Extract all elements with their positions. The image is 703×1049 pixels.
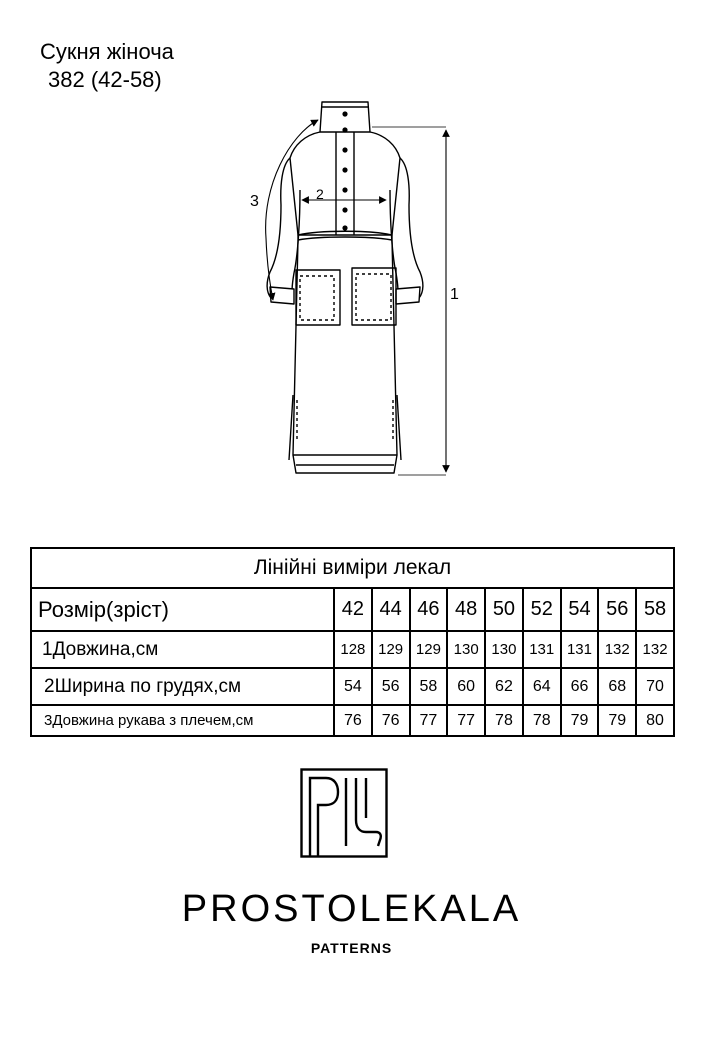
value-cell: 60 <box>446 667 487 707</box>
size-cell: 44 <box>370 587 411 633</box>
table-row-length: 1Довжина,см 128 129 129 130 130 131 131 … <box>30 630 675 670</box>
title-line-2: 382 (42-58) <box>48 67 162 92</box>
value-cell: 80 <box>635 704 675 737</box>
value-cell: 128 <box>333 630 373 670</box>
table-row-sleeve: 3Довжина рукава з плечем,см 76 76 77 77 … <box>30 704 675 737</box>
row-label: 1Довжина,см <box>30 630 335 670</box>
value-cell: 129 <box>370 630 411 670</box>
size-cell: 46 <box>408 587 449 633</box>
value-cell: 64 <box>521 667 562 707</box>
size-cell: 58 <box>635 587 675 633</box>
value-cell: 131 <box>521 630 562 670</box>
size-cell: 42 <box>333 587 373 633</box>
row-label: 2Ширина по грудях,см <box>30 667 335 707</box>
value-cell: 68 <box>597 667 638 707</box>
table-title: Лінійні виміри лекал <box>30 546 675 590</box>
value-cell: 70 <box>635 667 675 707</box>
value-cell: 76 <box>370 704 411 737</box>
size-cell: 56 <box>597 587 638 633</box>
value-cell: 76 <box>333 704 373 737</box>
label-chest-2: 2 <box>316 186 324 202</box>
size-cell: 50 <box>484 587 524 633</box>
label-sleeve-3: 3 <box>250 193 259 210</box>
value-cell: 54 <box>333 667 373 707</box>
table-title-row: Лінійні виміри лекал <box>30 546 675 590</box>
size-cell: 48 <box>446 587 487 633</box>
document-title: Сукня жіноча 382 (42-58) <box>40 38 174 94</box>
value-cell: 79 <box>559 704 600 737</box>
value-cell: 77 <box>446 704 487 737</box>
label-length-1: 1 <box>450 286 459 303</box>
value-cell: 131 <box>559 630 600 670</box>
title-line-1: Сукня жіноча <box>40 39 174 64</box>
brand-subtitle: PATTERNS <box>310 940 393 956</box>
size-cell: 52 <box>521 587 562 633</box>
value-cell: 129 <box>408 630 449 670</box>
value-cell: 132 <box>597 630 638 670</box>
size-cell: 54 <box>559 587 600 633</box>
value-cell: 56 <box>370 667 411 707</box>
measurements-table: Лінійні виміри лекал Розмір(зріст) 42 44… <box>30 546 675 737</box>
value-cell: 78 <box>521 704 562 737</box>
value-cell: 79 <box>597 704 638 737</box>
table-row-chest: 2Ширина по грудях,см 54 56 58 60 62 64 6… <box>30 667 675 707</box>
brand-name: PROSTOLEKALA <box>181 888 522 930</box>
table-row-sizes: Розмір(зріст) 42 44 46 48 50 52 54 56 58 <box>30 587 675 633</box>
value-cell: 77 <box>408 704 449 737</box>
dress-sketch-icon: 1 2 3 <box>250 101 459 476</box>
size-label: Розмір(зріст) <box>30 587 335 633</box>
value-cell: 66 <box>559 667 600 707</box>
value-cell: 130 <box>446 630 487 670</box>
value-cell: 58 <box>408 667 449 707</box>
value-cell: 62 <box>484 667 524 707</box>
value-cell: 130 <box>484 630 524 670</box>
value-cell: 132 <box>635 630 675 670</box>
prostolekala-logo-icon <box>300 768 388 858</box>
value-cell: 78 <box>484 704 524 737</box>
row-label: 3Довжина рукава з плечем,см <box>30 704 335 737</box>
